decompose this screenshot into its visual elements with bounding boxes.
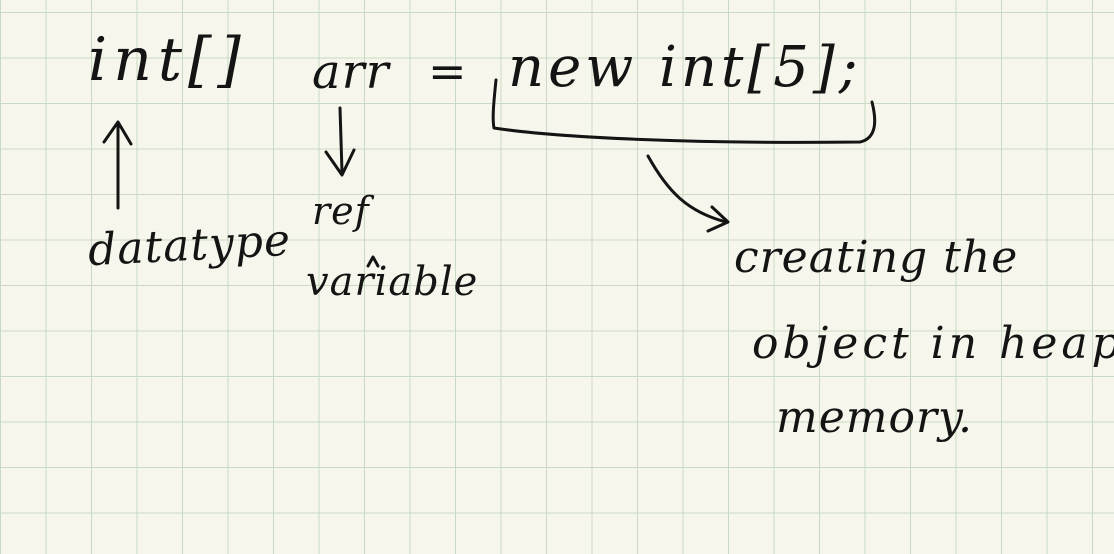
note-line-3: memory.: [776, 392, 974, 443]
code-variable-arr: arr: [312, 44, 390, 100]
caret-mark: [366, 255, 380, 268]
code-new-int-expression: new int[5];: [508, 35, 862, 100]
note-line-1: creating the: [734, 232, 1019, 283]
down-arrow-icon: [324, 106, 356, 177]
curved-arrow-icon: [646, 154, 730, 233]
label-variable: variable: [306, 259, 479, 305]
code-assignment-operator: =: [428, 44, 468, 98]
up-arrow-icon: [102, 120, 133, 210]
label-ref: ref: [312, 189, 370, 233]
label-datatype: datatype: [86, 214, 293, 277]
note-line-2: object in heap: [752, 318, 1114, 369]
bracket-underline: [491, 78, 877, 144]
code-type-int-array: int[]: [88, 25, 247, 95]
